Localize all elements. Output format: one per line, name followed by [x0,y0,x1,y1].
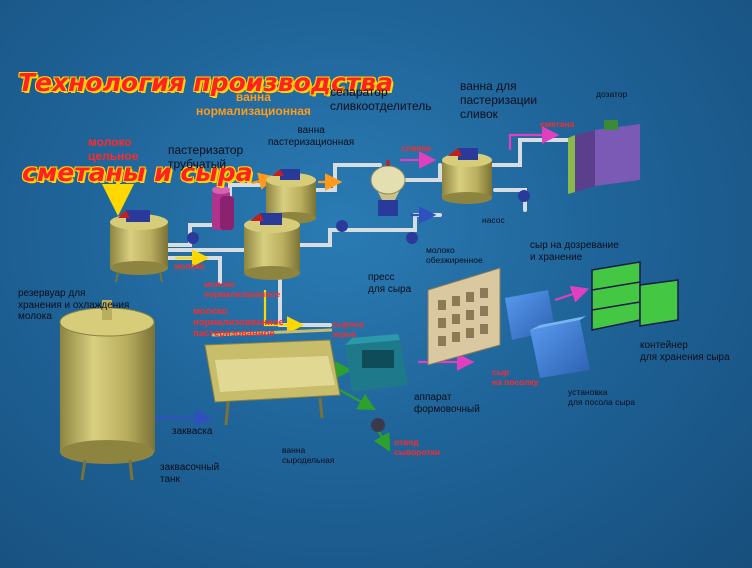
label-starter: закваска [172,426,213,437]
label-cheese-bath: ванна сыродельная [282,445,335,465]
tank-normalization [244,213,300,280]
separator [370,160,406,216]
label-cheese-container: контейнер для хранения сыра [640,340,730,363]
label-milk-whole: молоко цельное [88,135,139,163]
label-raw-grain: сырное зерно [332,319,365,339]
label-pasteurizer-tubular: пастеризатор трубчатый [168,143,244,171]
label-cheese-to-salting: сыр на посолку [492,367,539,387]
cheese-crates [591,261,679,331]
label-skim-milk: молоко обезжиренное [426,245,483,265]
label-cream-pasteurization-bath: ванна для пастеризации сливок [460,79,538,121]
label-pasteurization-bath: ванна пастеризационная [268,125,355,148]
storage-tank [59,300,155,481]
label-salting-unit: установка для посола сыра [568,387,635,407]
label-storage-tank: резервуар для хранения и охлаждения моло… [18,288,130,322]
label-whey-drain: отвод сыворотки [394,437,441,457]
label-starter-tank: заквасочный танк [160,462,220,485]
salting-unit [505,290,590,378]
tank-cream-pasteurization [442,148,492,204]
label-milk-normalized: молоко нормализованное [204,279,281,299]
tank-whole-milk [110,210,168,283]
tubular-pasteurizer [212,186,234,230]
moulding-apparatus [345,334,408,432]
label-dispenser: дозатор [596,89,628,99]
label-normalization-bath: ванна нормализационная [196,90,311,118]
cheese-bath [204,328,341,426]
label-separator: сепаратор сливкоотделитель [330,85,432,113]
label-milk-normalized-pasteurized: молоко нормализовванное пастеризованное [193,306,284,339]
label-cheese-press: пресс для сыра [368,272,412,295]
dispenser [568,120,640,194]
page-title: Технология производства сметаны и сыра [18,8,393,218]
label-milk: молоко [174,261,205,271]
label-cheese-ripening: сыр на дозревание и хранение [530,240,619,263]
pumps [187,190,530,244]
label-pump: насос [482,215,505,225]
label-sour-cream: сметана [540,119,575,129]
title-line-1: Технология производства [18,68,393,97]
title-line-2: сметаны и сыра [22,158,253,187]
label-cream: сливки [401,143,432,153]
cheese-press [427,267,501,366]
label-moulding-apparatus: аппарат формовочный [414,392,480,415]
flow-arrows [102,126,590,452]
